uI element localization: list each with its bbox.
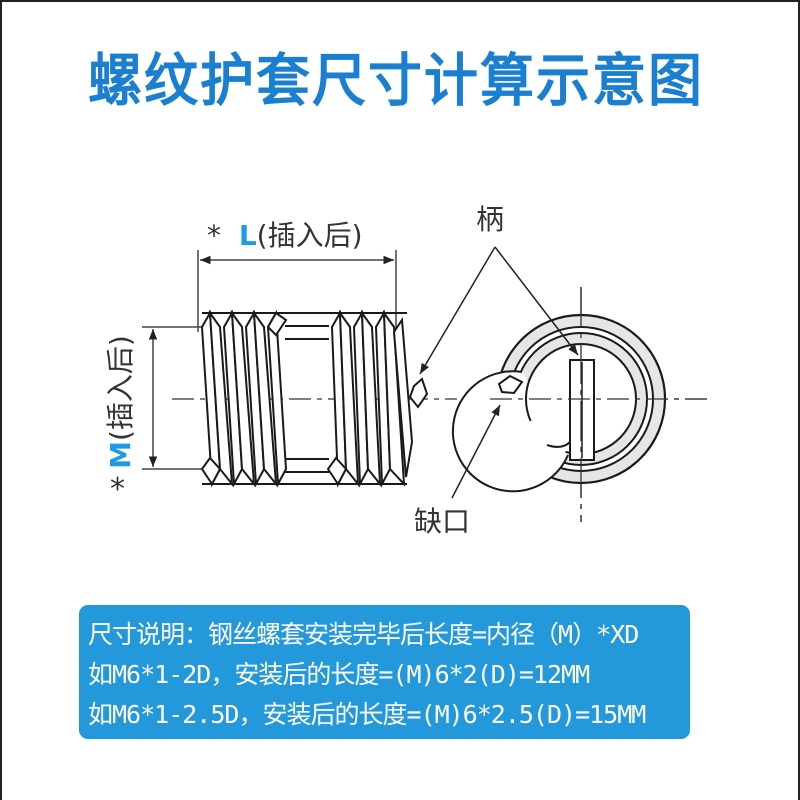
diameter-letter: M (104, 440, 138, 469)
info-line-example-2d: 如M6*1-2D，安装后的长度=(M)6*2(D)=12MM (88, 660, 590, 689)
dimension-info-box: 尺寸说明：钢丝螺套安装完毕后长度=内径（M）*XD 如M6*1-2D，安装后的长… (79, 605, 690, 739)
info-line-example-2-5d: 如M6*1-2.5D，安装后的长度=(M)6*2.5(D)=15MM (88, 700, 646, 729)
end-view-ring (451, 287, 707, 522)
length-dimension-lines (197, 250, 397, 332)
diameter-suffix: (插入后) (104, 335, 138, 441)
callout-leaders (419, 246, 579, 499)
side-view-coil-body (200, 309, 429, 488)
length-letter: L (238, 219, 257, 252)
length-suffix: (插入后) (256, 219, 363, 252)
info-line-formula: 尺寸说明：钢丝螺套安装完毕后长度=内径（M）*XD (88, 620, 639, 649)
page-title: 螺纹护套尺寸计算示意图 (88, 47, 704, 114)
length-star: * (207, 219, 221, 252)
tang-callout-label: 柄 (476, 203, 505, 236)
diameter-dimension-lines (142, 326, 210, 470)
notch-callout-label: 缺口 (414, 505, 471, 538)
length-label: * L(插入后) (207, 222, 363, 250)
diameter-star: * (110, 472, 125, 507)
